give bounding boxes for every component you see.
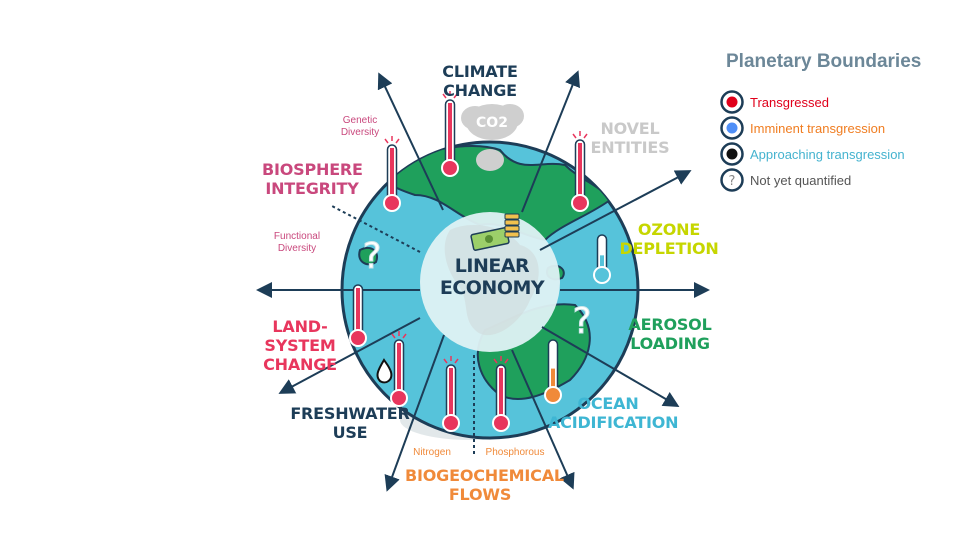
legend-dot-red-icon [720, 90, 744, 114]
label-biosphere-integrity: BIOSPHERE INTEGRITY [262, 160, 363, 198]
legend-item-imminent: Imminent transgression [720, 116, 885, 140]
question-icon-aerosol: ? [572, 301, 591, 342]
question-icon-biosphere: ? [362, 236, 381, 277]
legend-dot-blue-icon [720, 116, 744, 140]
water-drop-icon [376, 358, 393, 384]
legend-item-approaching: Approaching transgression [720, 142, 905, 166]
thermometer-biosphere-genetic-icon [383, 136, 401, 212]
label-phosphorous: Phosphorous [485, 447, 545, 458]
thermometer-landsystem-icon [349, 284, 367, 347]
continent-north [376, 145, 612, 242]
thermometer-nitrogen-icon [442, 356, 460, 432]
thermometer-phosphorous-icon [492, 356, 510, 432]
label-land-system-change: LAND-SYSTEM CHANGE [263, 317, 337, 374]
spoke-ozone [539, 170, 692, 251]
spoke-biosphere [377, 72, 444, 211]
legend-label: Transgressed [750, 94, 829, 110]
thermometers [349, 91, 611, 432]
spoke-biosphere-left [329, 204, 421, 253]
legend-item-transgressed: Transgressed [720, 90, 829, 114]
legend-question-icon: ? [720, 168, 744, 192]
label-functional-diversity: Functional Diversity [273, 231, 321, 254]
thermometer-novel-icon [571, 131, 589, 212]
label-biogeochemical-flows: BIOGEOCHEMICAL FLOWS [405, 466, 564, 504]
label-climate-change: CLIMATE CHANGE [442, 62, 518, 100]
thermometer-ocean-icon [544, 339, 562, 404]
co2-label: CO2 [476, 115, 508, 131]
label-novel-entities: NOVEL ENTITIES [590, 119, 670, 157]
island-west [358, 246, 378, 266]
center-land-ghost [444, 225, 539, 336]
svg-text:?: ? [729, 174, 736, 189]
spoke-ocean [541, 326, 680, 408]
legend-label: Imminent transgression [750, 120, 886, 136]
legend-item-not-quantified: ? Not yet quantified [720, 168, 851, 192]
globe [340, 140, 640, 440]
spoke-freshwater [384, 334, 445, 492]
thermometer-freshwater-icon [390, 331, 408, 407]
center-label: LINEAR ECONOMY [439, 255, 545, 299]
money-icon [470, 213, 520, 251]
co2-cloud: CO2 [461, 104, 524, 171]
legend-dot-black-icon [720, 142, 744, 166]
label-ocean-acidification: OCEAN ACIDIFICATION [548, 394, 679, 432]
label-genetic-diversity: Genetic Diversity [340, 115, 380, 138]
legend-label: Approaching transgression [750, 146, 905, 162]
spokes [256, 70, 710, 492]
spoke-novel [521, 70, 580, 213]
label-ozone-depletion: OZONE DEPLETION [619, 220, 719, 258]
legend-title: Planetary Boundaries [726, 51, 922, 72]
spoke-biogeo [511, 349, 575, 490]
label-freshwater-use: FRESHWATER USE [290, 404, 410, 442]
label-aerosol-loading: AEROSOL LOADING [628, 315, 712, 353]
spoke-landsystem [278, 317, 421, 394]
thermometer-ozone-icon [593, 234, 611, 284]
label-nitrogen: Nitrogen [413, 447, 451, 458]
thermometer-climate-icon [441, 91, 459, 177]
legend-label: Not yet quantified [750, 172, 852, 188]
